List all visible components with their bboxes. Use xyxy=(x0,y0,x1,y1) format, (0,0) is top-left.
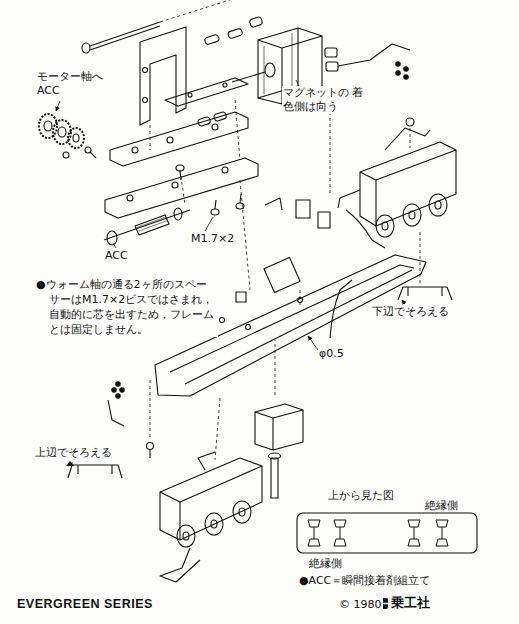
gears xyxy=(39,114,96,158)
screw-size: M1.7×2 xyxy=(190,232,235,246)
alignment-note: 上辺でそろえる xyxy=(34,446,113,460)
spacers xyxy=(197,28,243,127)
series-name: EVERGREEN SERIES xyxy=(16,597,154,611)
long-screw xyxy=(82,22,160,53)
insulation-side: 絶縁側 xyxy=(308,557,343,571)
note-text: マグネットの 着色側は向う xyxy=(282,86,368,114)
insulation-side: 絶縁側 xyxy=(424,499,459,513)
wire xyxy=(108,400,124,426)
wire xyxy=(346,210,385,248)
view-box: 上から見た図 xyxy=(296,484,478,556)
bracket xyxy=(398,287,452,300)
note-text: モーター軸へ ACC xyxy=(36,70,112,98)
clip xyxy=(265,198,282,210)
wire xyxy=(330,280,352,338)
contact xyxy=(318,212,330,228)
worm-shaft xyxy=(104,208,190,245)
note-text: ●ACC＝瞬間接着剤組立て xyxy=(298,574,431,588)
alignment-note: 下辺でそろえる xyxy=(371,305,450,319)
bracket-plate xyxy=(165,78,248,106)
gear-plate xyxy=(105,158,258,218)
copyright: © 1980 xyxy=(338,598,383,612)
note-text: ACC xyxy=(104,249,129,263)
screw xyxy=(176,165,244,215)
contact xyxy=(296,200,310,218)
bracket xyxy=(68,465,122,478)
motor-bracket xyxy=(140,27,186,125)
maker-name: 乗工社 xyxy=(390,596,431,610)
guide-lines xyxy=(150,0,420,460)
note-text: ●ウォーム軸の通る2ヶ所のスペーサーはM1.7×2ビスではさまれ，自動的に芯を出… xyxy=(36,277,218,337)
gear-plate xyxy=(110,112,248,166)
view-title: 上から見た図 xyxy=(326,489,396,503)
lead-wire xyxy=(338,44,410,66)
bogie xyxy=(160,452,262,582)
wire-size: φ0.5 xyxy=(318,347,345,361)
